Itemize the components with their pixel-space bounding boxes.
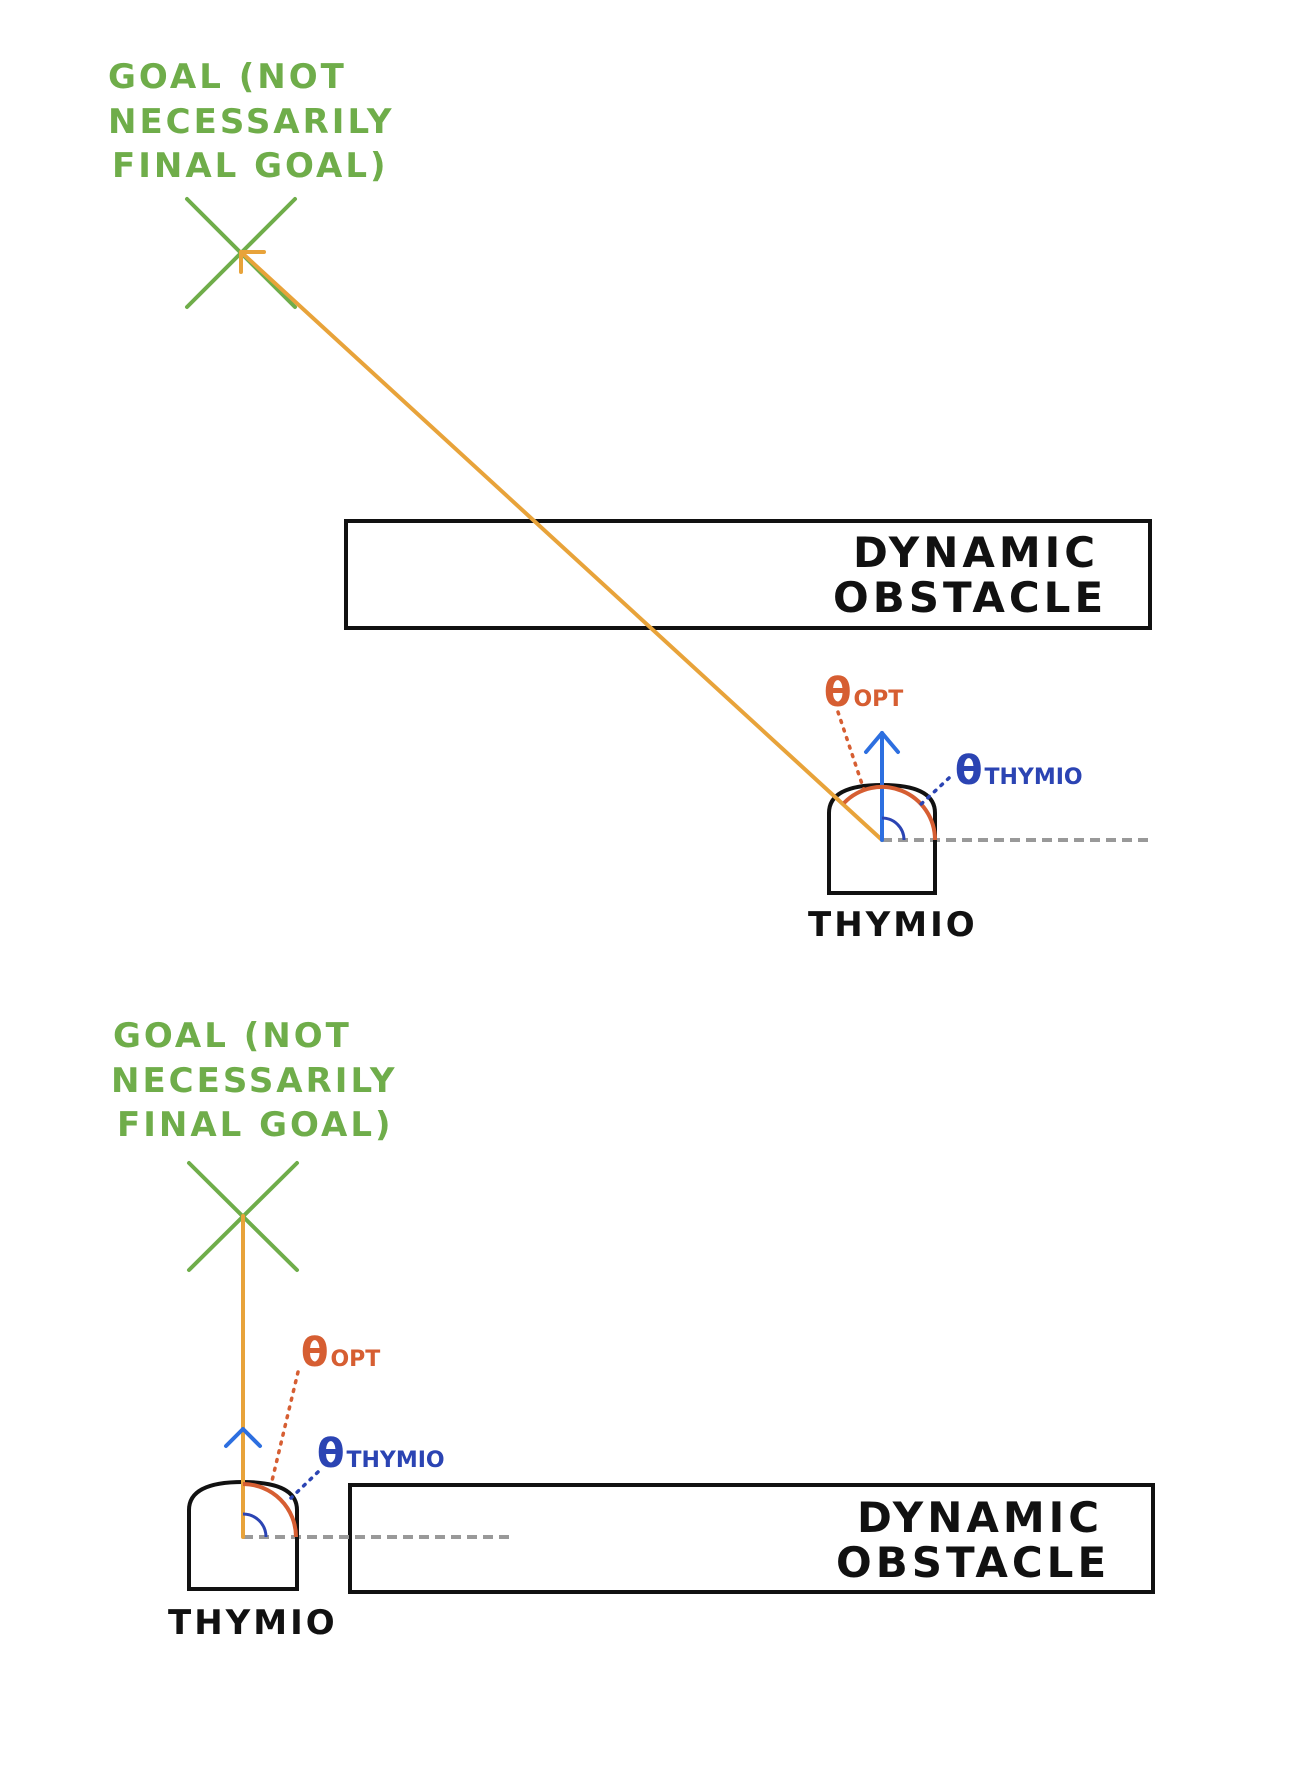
theta-thymio-symbol: θ xyxy=(317,1431,344,1477)
path-to-goal-arrow xyxy=(239,250,884,842)
thymio-label: THYMIO xyxy=(168,1603,338,1643)
theta-thymio-subscript: THYMIO xyxy=(346,1448,444,1473)
theta-thymio-symbol: θ xyxy=(955,748,982,794)
theta-opt-symbol: θ xyxy=(301,1330,328,1376)
goal-label-line-1: GOAL (NOT xyxy=(113,1016,352,1056)
obstacle-label-line-2: OBSTACLE xyxy=(836,1538,1110,1587)
goal-label-line-3: FINAL GOAL) xyxy=(112,146,389,186)
theta-thymio-label: θTHYMIO xyxy=(955,748,1083,794)
dynamic-obstacle xyxy=(348,1483,1155,1594)
theta-opt-subscript: OPT xyxy=(853,687,903,712)
theta-opt-leader xyxy=(269,1370,300,1487)
heading-arrowhead xyxy=(864,731,900,754)
obstacle-label-line-1: DYNAMIC xyxy=(857,1493,1103,1542)
goal-label-line-3: FINAL GOAL) xyxy=(117,1105,394,1145)
obstacle-label-line-1: DYNAMIC xyxy=(853,528,1099,577)
theta-opt-leader xyxy=(836,710,866,792)
goal-label-line-2: NECESSARILY xyxy=(108,102,394,142)
theta-thymio-subscript: THYMIO xyxy=(984,765,1082,790)
panel-1: GOAL (NOT NECESSARILY FINAL GOAL) DYNAMI… xyxy=(108,57,1152,945)
theta-opt-label: θOPT xyxy=(301,1330,380,1376)
heading-arrowhead xyxy=(224,1427,262,1448)
theta-thymio-leader xyxy=(289,1470,320,1500)
theta-opt-symbol: θ xyxy=(824,670,851,716)
theta-opt-arc xyxy=(842,784,937,841)
thymio-label: THYMIO xyxy=(808,905,978,945)
goal-label-line-2: NECESSARILY xyxy=(111,1061,397,1101)
theta-thymio-arc xyxy=(881,816,906,841)
dynamic-obstacle xyxy=(344,519,1152,630)
theta-opt-arc xyxy=(242,1482,298,1538)
goal-label-line-1: GOAL (NOT xyxy=(108,57,347,97)
panel-2: GOAL (NOT NECESSARILY FINAL GOAL) DYNAMI… xyxy=(111,1016,1155,1643)
path-arrowhead xyxy=(239,250,266,274)
theta-opt-subscript: OPT xyxy=(330,1347,380,1372)
theta-thymio-leader xyxy=(916,776,951,809)
theta-thymio-label: θTHYMIO xyxy=(317,1431,445,1477)
theta-opt-label: θOPT xyxy=(824,670,903,716)
theta-thymio-arc xyxy=(242,1512,268,1538)
obstacle-label-line-2: OBSTACLE xyxy=(833,573,1107,622)
